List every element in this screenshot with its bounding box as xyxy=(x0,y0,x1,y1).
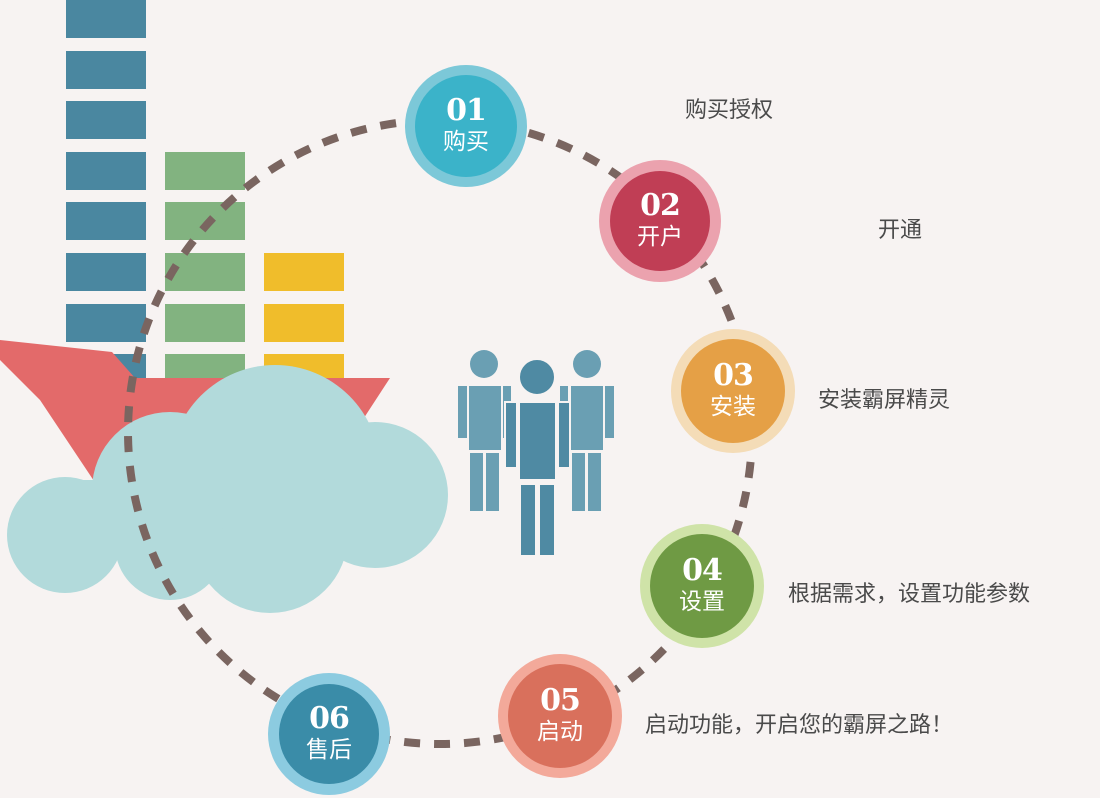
step-05-badge: 05 启动 xyxy=(498,654,622,778)
step-number: 02 xyxy=(640,188,681,223)
step-number: 05 xyxy=(540,683,581,718)
step-05-description: 启动功能，开启您的霸屏之路！ xyxy=(645,713,954,738)
container-stack-yellow xyxy=(264,253,344,384)
step-label: 安装 xyxy=(710,394,756,420)
step-label: 购买 xyxy=(443,129,489,155)
people-group-icon xyxy=(458,350,614,557)
step-03-badge: 03 安装 xyxy=(671,329,795,453)
step-number: 01 xyxy=(446,93,487,128)
step-01-badge: 01 购买 xyxy=(405,65,527,187)
step-02-badge: 02 开户 xyxy=(599,160,721,282)
step-number: 03 xyxy=(713,358,754,393)
container-stack-blue xyxy=(66,0,146,384)
step-03-description: 安装霸屏精灵 xyxy=(818,388,951,413)
step-number: 06 xyxy=(309,701,350,736)
step-label: 启动 xyxy=(537,719,583,745)
step-01-description: 购买授权 xyxy=(685,98,774,123)
step-04-description: 根据需求，设置功能参数 xyxy=(788,582,1031,607)
step-06-badge: 06 售后 xyxy=(268,673,390,795)
step-label: 设置 xyxy=(679,589,725,615)
step-02-description: 开通 xyxy=(878,218,923,243)
step-label: 售后 xyxy=(306,737,352,763)
step-label: 开户 xyxy=(637,224,683,250)
step-number: 04 xyxy=(682,553,723,588)
step-04-badge: 04 设置 xyxy=(640,524,764,648)
cloud xyxy=(7,365,448,613)
